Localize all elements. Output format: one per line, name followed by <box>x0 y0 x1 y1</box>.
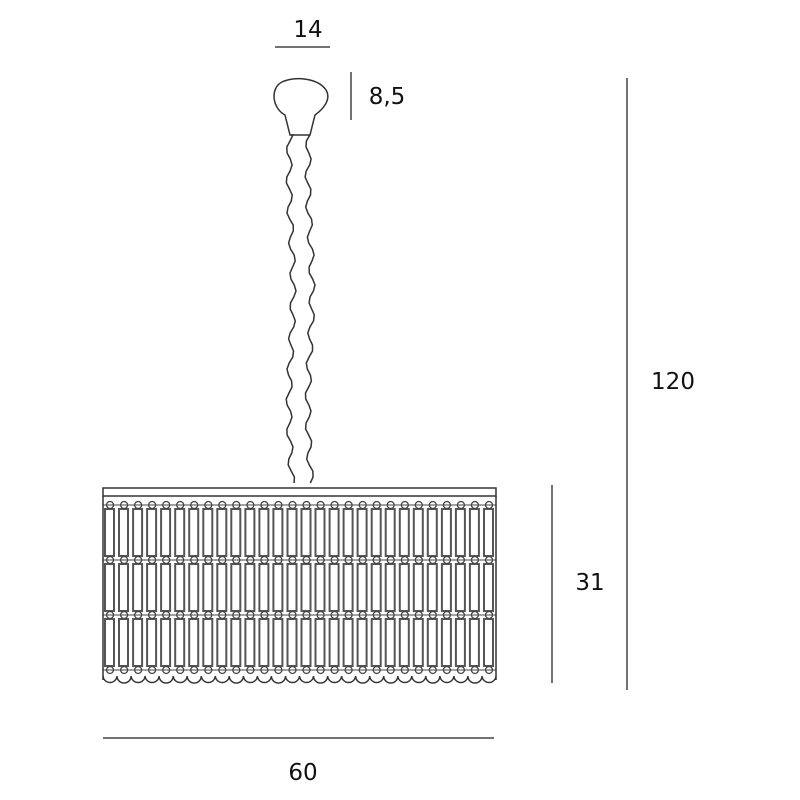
crystal-prism <box>356 508 368 557</box>
crystal-prism <box>146 508 158 557</box>
crystal-prism <box>384 508 396 557</box>
crystal-prism <box>272 508 284 557</box>
crystal-prism <box>328 508 340 557</box>
crystal-prism <box>146 563 158 612</box>
crystal-prism <box>412 618 424 667</box>
crystal-prism <box>118 563 129 612</box>
crystal-prism <box>483 563 494 612</box>
crystal-prism <box>426 563 438 612</box>
crystal-prism <box>132 618 144 667</box>
shade-height-label: 31 <box>575 570 605 596</box>
crystal-prism <box>328 563 340 612</box>
crystal-prism <box>258 563 270 612</box>
crystal-prism <box>230 563 242 612</box>
crystal-prism <box>188 508 200 557</box>
crystal-prism <box>356 563 368 612</box>
crystal-prism <box>468 618 480 667</box>
crystal-prism <box>426 508 438 557</box>
crystal-prism <box>202 618 214 667</box>
crystal-prism <box>230 618 242 667</box>
crystal-prism <box>384 618 396 667</box>
crystal-prism <box>342 508 354 557</box>
crystal-prism <box>468 563 480 612</box>
crystal-prism <box>160 508 172 557</box>
crystal-prism <box>398 508 410 557</box>
crystal-prism <box>483 508 494 557</box>
crystal-prism <box>174 618 186 667</box>
crystal-prism <box>483 618 494 667</box>
crystal-prism <box>454 563 466 612</box>
crystal-prism <box>286 563 298 612</box>
crystal-prism <box>314 618 326 667</box>
crystal-prism <box>468 508 480 557</box>
crystal-prism <box>370 563 382 612</box>
crystal-prism <box>286 618 298 667</box>
crystal-prism <box>118 508 129 557</box>
crystal-prism <box>272 618 284 667</box>
crystal-prism <box>454 618 466 667</box>
crystal-prism <box>244 618 256 667</box>
chain-strand <box>304 134 316 484</box>
crystal-prism <box>202 563 214 612</box>
crystal-prism <box>370 618 382 667</box>
crystal-prism <box>300 508 312 557</box>
crystal-prism <box>384 563 396 612</box>
crystal-prism <box>314 563 326 612</box>
crystal-prism <box>258 618 270 667</box>
crystal-prism <box>258 508 270 557</box>
crystal-prism <box>202 508 214 557</box>
crystal-prism <box>244 563 256 612</box>
crystal-prism <box>314 508 326 557</box>
crystal-prism <box>286 508 298 557</box>
crystal-prism <box>174 563 186 612</box>
crystal-prism <box>440 563 452 612</box>
suspension-chain <box>285 134 316 484</box>
crystal-prism <box>160 563 172 612</box>
crystal-prism <box>244 508 256 557</box>
total-height-label: 120 <box>651 369 695 395</box>
crystal-prism <box>118 618 129 667</box>
crystal-prism <box>272 563 284 612</box>
crystal-prism <box>300 618 312 667</box>
crystal-prism <box>398 618 410 667</box>
crystal-prism <box>370 508 382 557</box>
crystal-shade <box>102 487 497 684</box>
scalloped-bottom-edge <box>102 675 497 684</box>
crystal-prism <box>104 618 115 667</box>
crystal-prism <box>132 508 144 557</box>
canopy-width-label: 14 <box>293 17 323 43</box>
crystal-prism <box>188 618 200 667</box>
canopy-height-label: 8,5 <box>368 84 406 110</box>
chain-strand <box>285 134 297 484</box>
ceiling-canopy <box>273 77 329 136</box>
crystal-prism <box>174 508 186 557</box>
crystal-prism <box>216 618 228 667</box>
shade-width-label: 60 <box>288 760 318 786</box>
crystal-prism <box>342 618 354 667</box>
crystal-prism <box>454 508 466 557</box>
crystal-prism <box>104 508 115 557</box>
crystal-prism <box>440 618 452 667</box>
crystal-prism <box>104 563 115 612</box>
crystal-prism <box>412 508 424 557</box>
crystal-prism <box>440 508 452 557</box>
crystal-prism <box>356 618 368 667</box>
crystal-prism <box>216 508 228 557</box>
crystal-prism <box>412 563 424 612</box>
crystal-prism <box>160 618 172 667</box>
crystal-prism <box>146 618 158 667</box>
crystal-prism <box>188 563 200 612</box>
crystal-prism <box>328 618 340 667</box>
crystal-prism <box>132 563 144 612</box>
crystal-prism <box>342 563 354 612</box>
crystal-prism <box>426 618 438 667</box>
crystal-prism <box>216 563 228 612</box>
crystal-prism <box>398 563 410 612</box>
crystal-prism <box>230 508 242 557</box>
shade-top-ring <box>102 487 497 497</box>
crystal-prism <box>300 563 312 612</box>
